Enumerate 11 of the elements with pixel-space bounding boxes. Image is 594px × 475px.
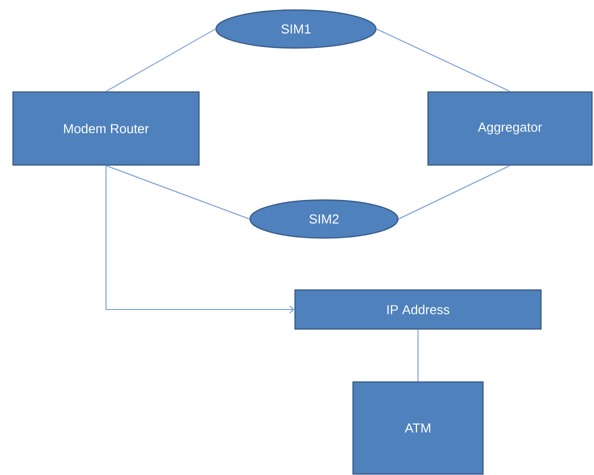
ellipse-node: SIM1 [215, 9, 377, 49]
arrow [106, 165, 294, 314]
connector-line [106, 28, 216, 92]
connector-line [106, 165, 250, 220]
process-box: IP Address [294, 289, 542, 330]
process-box: Modem Router [12, 91, 200, 166]
process-box: Aggregator [427, 91, 593, 166]
ellipse-node: SIM2 [249, 199, 399, 239]
process-box: ATM [352, 381, 484, 475]
connector-line [398, 165, 510, 220]
connector-line [376, 28, 510, 92]
